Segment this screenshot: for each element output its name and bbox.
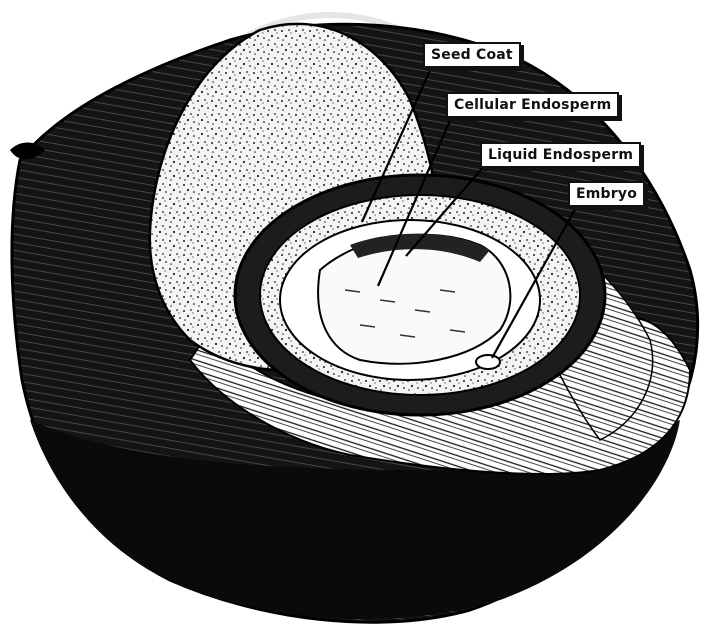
embryo-label: Embryo (568, 181, 645, 207)
liquid-endosperm-label: Liquid Endosperm (480, 142, 641, 168)
embryo (476, 355, 500, 369)
seed-coat-label: Seed Coat (423, 42, 521, 68)
cellular-endosperm-label: Cellular Endosperm (446, 92, 619, 118)
